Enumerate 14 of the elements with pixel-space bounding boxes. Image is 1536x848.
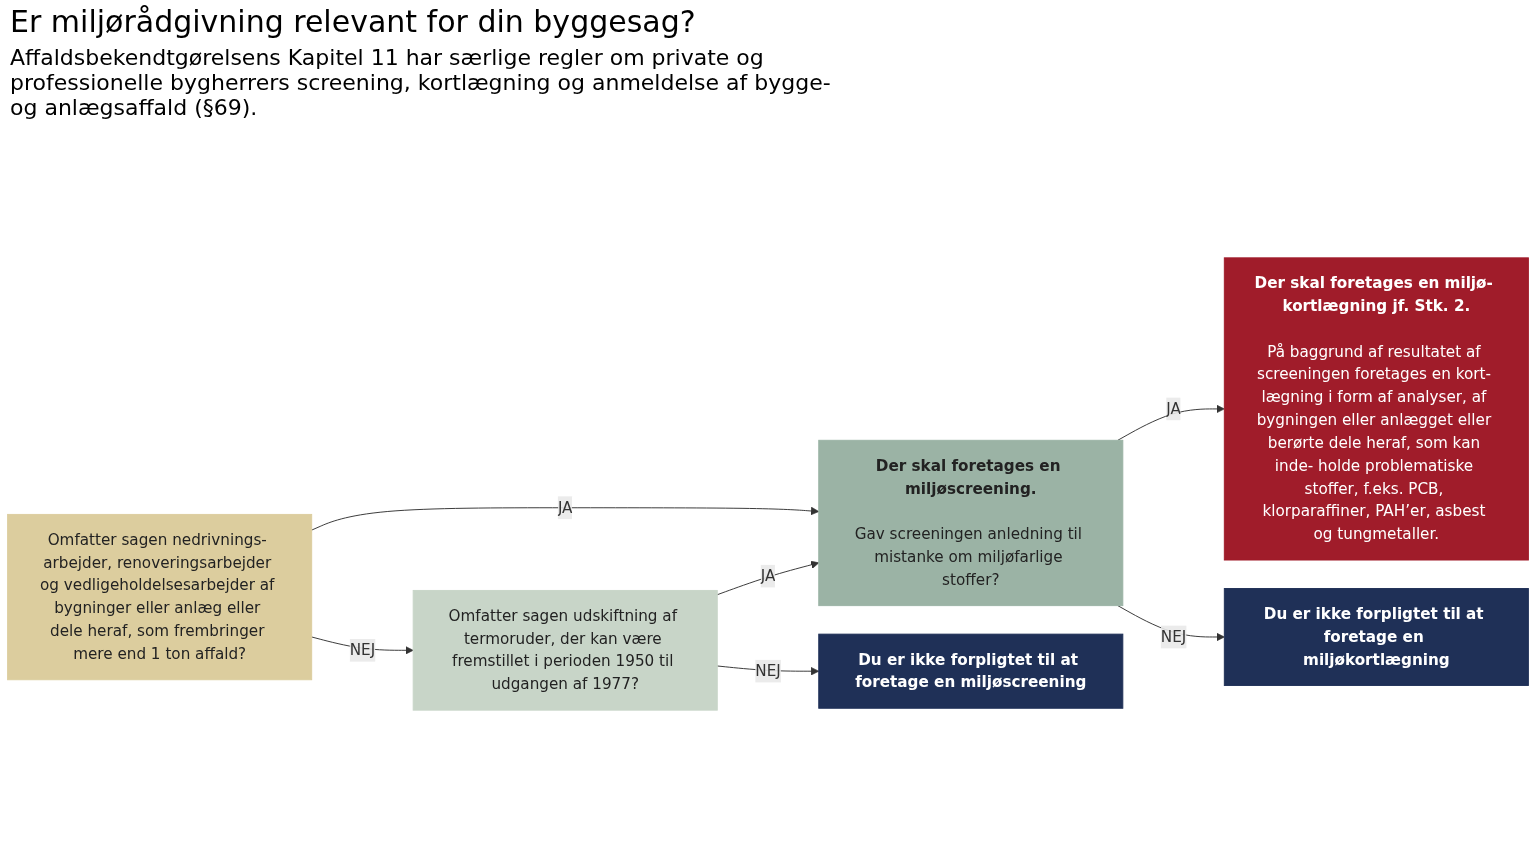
edge-label: JA <box>760 566 776 585</box>
node-box: Du er ikke forpligtet til at foretage en miljøkortlægning <box>1223 588 1529 686</box>
edge-label: JA <box>557 498 573 517</box>
title: Er miljørådgivning relevant for din byggesag? <box>10 4 697 39</box>
node-box: Omfatter sagen udskiftning af termoruder, der kan være fremstillet i perioden 1950 til udgangen af 1977? <box>412 589 718 711</box>
edge-label: NEJ <box>349 640 376 659</box>
node-box: Omfatter sagen nedrivnings- arbejder, renoveringsarbejder og vedligeholdelsesarbejder af bygninger eller anlæg eller dele heraf, som frembringer mere end 1 ton affald? <box>7 513 313 681</box>
node-box: Du er ikke forpligtet til at foretage en miljøscreening <box>818 633 1124 709</box>
edge-label: JA <box>1166 399 1181 418</box>
edge-label: NEJ <box>755 661 781 680</box>
intro-text: Affaldsbekendtgørelsens Kapitel 11 har særlige regler om private og professionelle bygherrers screening, kortlægning og anmeldelse af bygge- og anlægsaffald (§69). <box>10 45 832 120</box>
node-box: Der skal foretages en miljø- kortlægning jf. Stk. 2. På baggrund af resultatet af screeningen foretages en kort- lægning i form af analyser, af bygningen eller anlægget eller berørte dele heraf, som kan inde- holde problematiske stoffer, f.eks. PCB, klorparaffiner, PAH’er, asbest og tungmetaller. <box>1223 257 1529 561</box>
edge-label: NEJ <box>1160 627 1187 646</box>
node-box: Der skal foretages en miljøscreening. Gav screeningen anledning til mistanke om miljøfarlige stoffer? <box>818 439 1124 607</box>
